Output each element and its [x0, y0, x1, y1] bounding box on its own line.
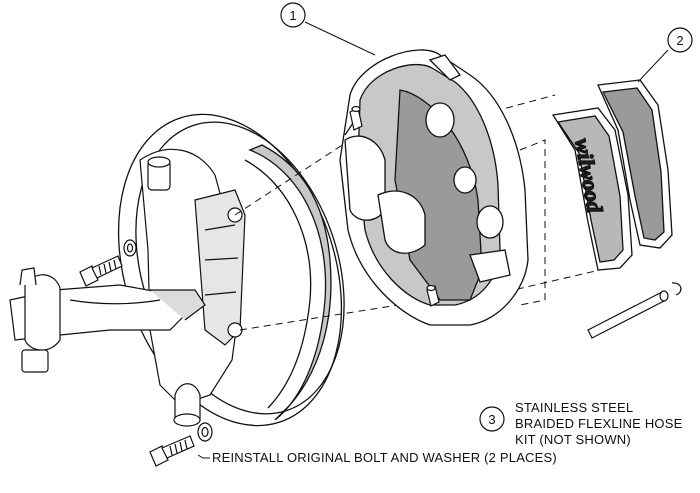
pad-retaining-pin	[587, 282, 682, 339]
hose-kit-note-line-2: BRAIDED FLEXLINE HOSE	[515, 416, 683, 431]
spindle-washers	[123, 239, 213, 442]
callout-1: 1	[280, 2, 306, 28]
reinstall-bolt	[149, 435, 195, 467]
hose-kit-note-line-1: STAINLESS STEEL	[515, 400, 633, 415]
caliper	[339, 49, 529, 326]
callout-2: 2	[667, 27, 693, 53]
callout-3-number: 3	[488, 412, 495, 427]
steering-arm	[9, 267, 206, 373]
hose-kit-note-line-3: KIT (NOT SHOWN)	[515, 432, 631, 447]
callout-3: 3	[479, 406, 505, 432]
callout-2-number: 2	[676, 33, 683, 48]
reinstall-note: REINSTALL ORIGINAL BOLT AND WASHER (2 PL…	[212, 450, 557, 465]
hose-kit-note: STAINLESS STEEL BRAIDED FLEXLINE HOSE KI…	[515, 400, 683, 447]
brake-pads: wilwood	[551, 79, 673, 271]
bleeder-screws	[349, 105, 440, 307]
upper-bolt	[79, 255, 123, 287]
leader-lines	[197, 21, 669, 459]
callout-1-number: 1	[289, 8, 296, 23]
